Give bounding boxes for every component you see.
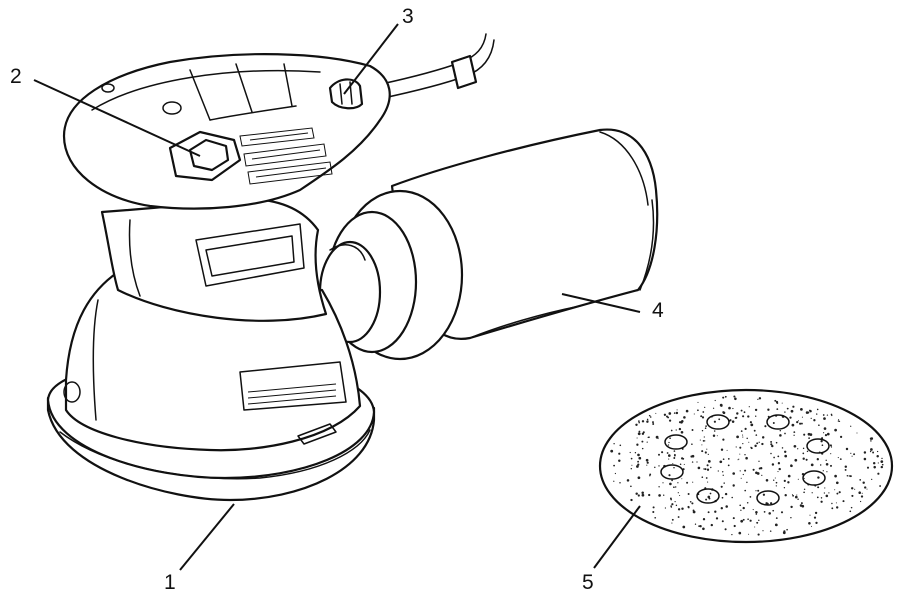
callout-1: 1 — [164, 571, 176, 594]
leader-line-4 — [561, 293, 641, 313]
leader-line-5 — [593, 505, 641, 569]
callout-2: 2 — [10, 65, 22, 88]
leader-line-2 — [33, 79, 201, 157]
callout-3: 3 — [402, 5, 414, 28]
sanding-disc — [598, 388, 894, 544]
leader-line-3 — [343, 23, 399, 95]
power-cord — [371, 33, 495, 101]
dust-holes — [660, 414, 830, 506]
sanding-grit — [610, 395, 884, 536]
speed-dial — [328, 78, 364, 110]
callout-5: 5 — [582, 571, 594, 594]
top-housing — [62, 53, 391, 210]
leader-line-1 — [179, 503, 235, 571]
leader-lines — [33, 23, 641, 571]
power-switch — [168, 130, 242, 182]
callout-4: 4 — [652, 299, 664, 322]
